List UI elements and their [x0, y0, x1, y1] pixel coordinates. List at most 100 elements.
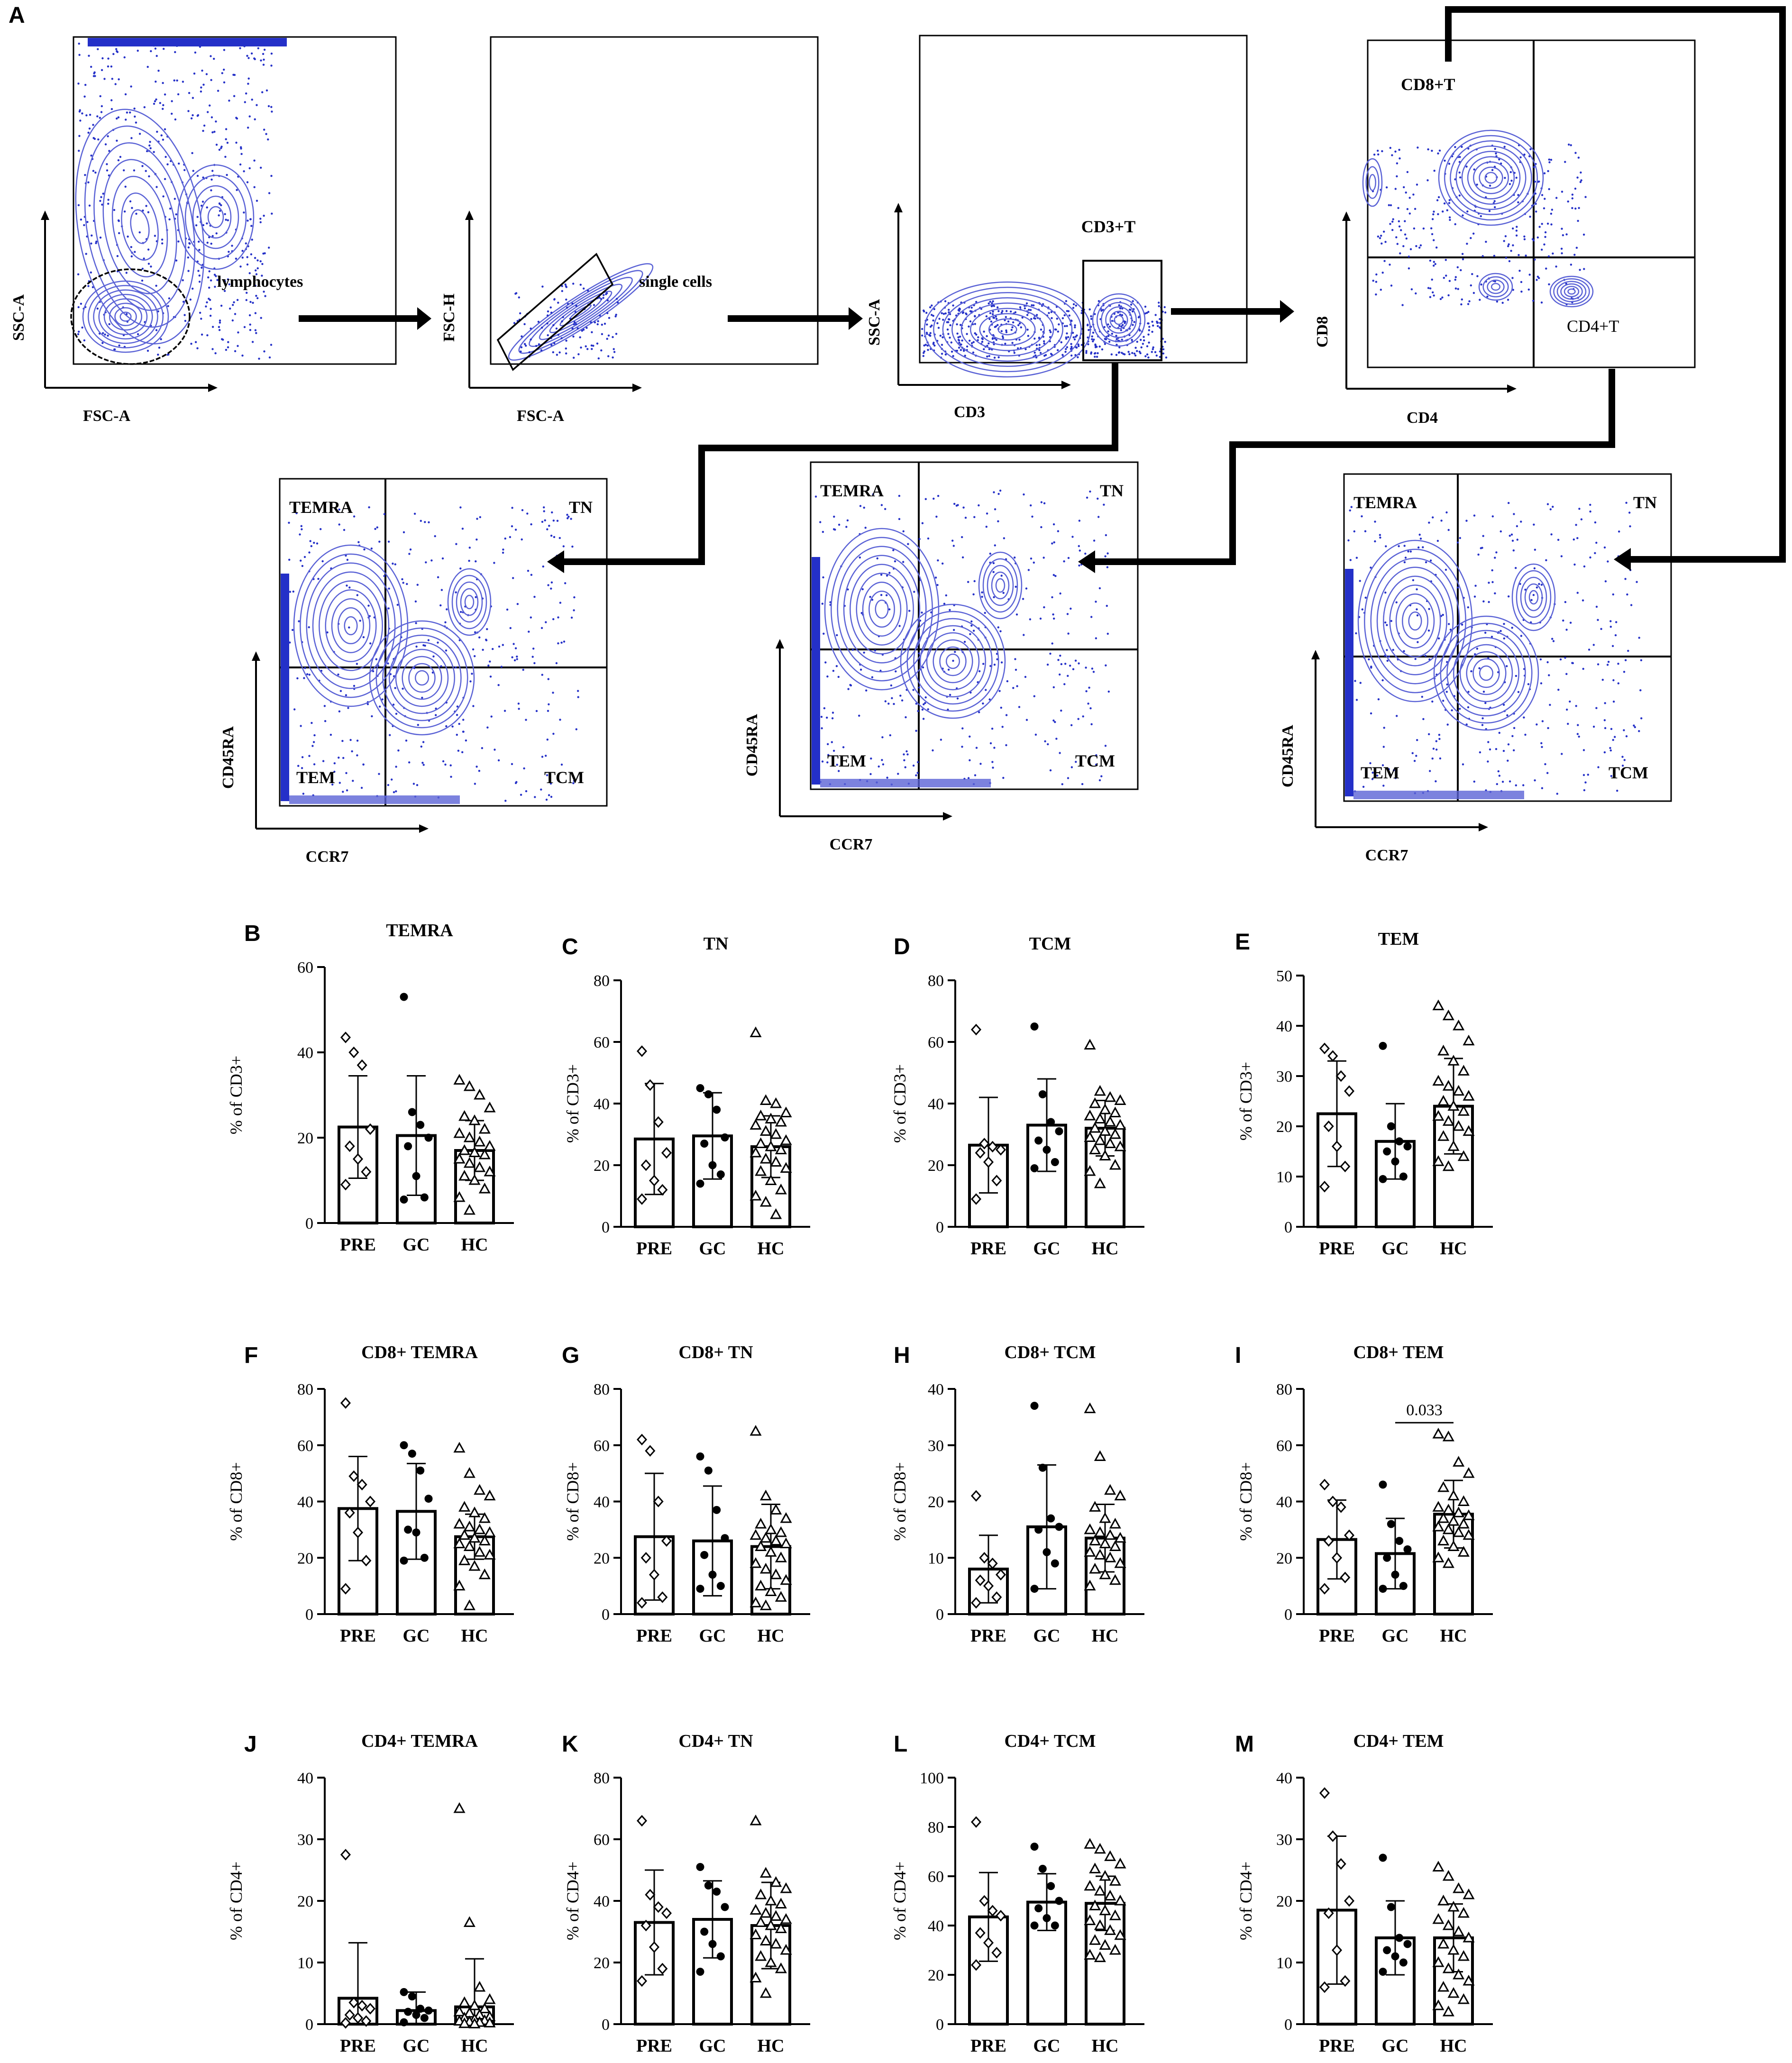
data-point-triangle — [759, 1935, 772, 1945]
event-dot — [267, 105, 270, 108]
contour-line — [1478, 273, 1513, 301]
data-point-circle — [1399, 1582, 1408, 1590]
event-dot — [485, 639, 487, 641]
event-dot — [131, 207, 133, 209]
chart-title: CD4+ TCM — [1004, 1731, 1096, 1751]
event-dot — [1538, 583, 1540, 585]
data-point-circle — [1391, 1570, 1399, 1579]
y-axis-label: % of CD4+ — [563, 1862, 582, 1940]
contour-line — [1472, 658, 1500, 688]
contour-line — [1402, 602, 1428, 640]
data-point-triangle — [458, 1110, 471, 1121]
event-dot — [1604, 727, 1607, 730]
event-dot — [313, 734, 316, 737]
event-dot — [101, 69, 103, 71]
data-point-triangle — [478, 1148, 491, 1159]
event-dot — [79, 119, 82, 122]
data-point-circle — [416, 2005, 425, 2013]
event-dot — [922, 355, 925, 357]
event-dot — [402, 687, 404, 690]
event-dot — [1448, 163, 1451, 165]
data-point-triangle — [765, 1919, 777, 1930]
event-dot — [1536, 723, 1538, 726]
data-point-diamond — [970, 1959, 982, 1971]
event-dot — [967, 581, 969, 583]
event-dot — [1428, 521, 1430, 524]
event-dot — [270, 52, 273, 55]
data-point-triangle — [750, 1972, 762, 1982]
event-dot — [1018, 338, 1021, 341]
event-dot — [932, 749, 934, 752]
event-dot — [1442, 210, 1444, 213]
event-dot — [214, 285, 216, 288]
event-dot — [1115, 338, 1118, 340]
event-dot — [1416, 608, 1418, 611]
event-dot — [575, 305, 577, 307]
y-tick-label: 30 — [1276, 1831, 1292, 1849]
event-dot — [918, 686, 920, 689]
event-dot — [392, 703, 395, 706]
event-dot — [1448, 199, 1451, 201]
event-dot — [1074, 659, 1077, 662]
event-dot — [927, 708, 929, 711]
y-tick-label: 60 — [928, 1034, 944, 1051]
contour-line — [1524, 583, 1543, 612]
gating-arrowhead — [1280, 300, 1294, 323]
event-dot — [1610, 728, 1613, 730]
data-point-circle — [1399, 1958, 1408, 1967]
event-dot — [931, 314, 933, 316]
event-dot — [239, 265, 242, 268]
event-dot — [1061, 317, 1064, 319]
event-dot — [1437, 637, 1440, 640]
event-dot — [1589, 503, 1591, 506]
quadrant-label-temra: TEMRA — [820, 481, 884, 500]
data-point-triangle — [765, 1546, 777, 1557]
event-dot — [981, 338, 984, 340]
contour-line — [1455, 146, 1527, 210]
event-dot — [1043, 342, 1045, 345]
event-dot — [583, 287, 585, 290]
data-point-triangle — [750, 1904, 762, 1915]
event-dot — [1609, 749, 1612, 752]
event-dot — [465, 739, 467, 742]
event-dot — [1557, 539, 1560, 541]
event-dot — [194, 51, 197, 54]
event-dot — [189, 298, 192, 301]
event-dot — [1578, 508, 1581, 510]
event-dot — [1544, 236, 1546, 238]
event-dot — [90, 242, 92, 245]
event-dot — [1064, 325, 1066, 328]
panel-label: C — [562, 934, 578, 959]
event-dot — [1612, 679, 1615, 682]
event-dot — [1437, 196, 1440, 199]
event-dot — [1494, 206, 1496, 209]
event-dot — [989, 665, 992, 667]
event-dot — [206, 241, 209, 244]
event-dot — [1504, 177, 1506, 179]
event-dot — [1417, 546, 1420, 549]
event-dot — [923, 310, 925, 313]
x-axis-label: CCR7 — [830, 836, 873, 853]
event-dot — [1383, 260, 1386, 262]
event-dot — [1439, 757, 1442, 760]
event-dot — [155, 329, 158, 331]
data-point-triangle — [1442, 1962, 1454, 1973]
event-dot — [1482, 535, 1484, 537]
data-point-triangle — [780, 1512, 792, 1523]
chart-title: CD8+ TN — [678, 1342, 753, 1362]
data-point-triangle — [1432, 1110, 1445, 1121]
event-dot — [918, 652, 920, 655]
event-dot — [959, 336, 961, 338]
event-dot — [514, 292, 517, 295]
event-dot — [1567, 200, 1569, 203]
contour-line — [1520, 576, 1547, 618]
event-dot — [1473, 595, 1476, 598]
data-point-triangle — [759, 1907, 772, 1918]
event-dot — [593, 304, 595, 306]
contour-line — [382, 634, 462, 721]
contour-line — [1516, 570, 1552, 625]
data-point-triangle — [1432, 999, 1445, 1011]
event-dot — [581, 329, 584, 332]
